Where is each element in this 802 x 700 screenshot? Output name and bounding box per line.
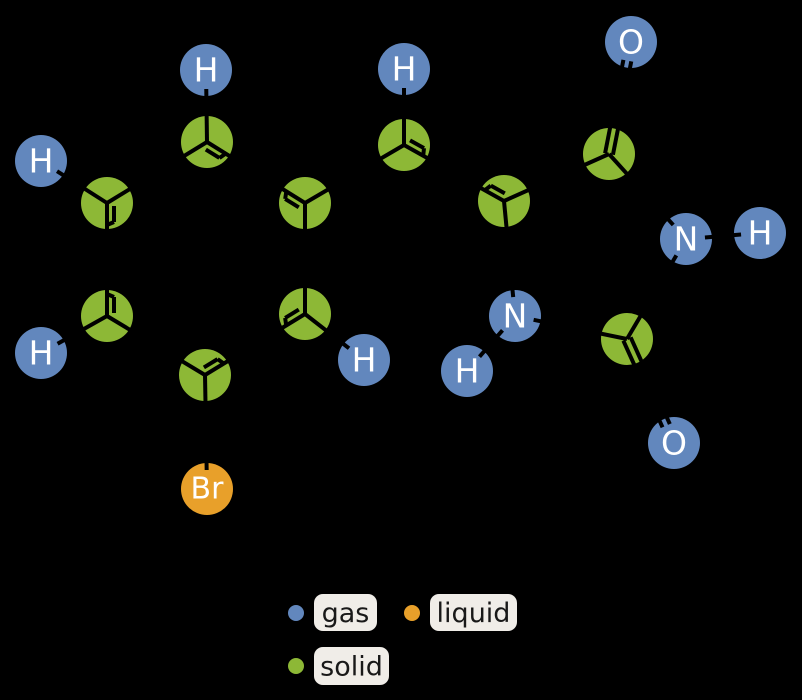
legend-label-gas: gas: [322, 598, 370, 629]
bond: [502, 200, 516, 298]
atom-H: [180, 44, 232, 96]
atom-O: [605, 16, 657, 68]
bond: [204, 88, 209, 143]
atom-H: [15, 327, 67, 379]
atom-label-H: H: [748, 214, 773, 253]
atom-label-H: H: [352, 341, 377, 380]
double-bond-inner: [204, 147, 221, 160]
double-bond: [403, 143, 505, 203]
atom-H: [15, 135, 67, 187]
atom-H: [734, 207, 786, 259]
atom-label-N: N: [674, 220, 699, 259]
legend-chip-gas: [314, 594, 377, 631]
double-bond-hook: [283, 317, 289, 326]
double-bond-inner: [409, 138, 425, 150]
legend-chip-liquid: [430, 594, 517, 631]
bond: [105, 314, 207, 377]
bond: [607, 152, 675, 227]
bond: [303, 312, 351, 350]
atom-label-H: H: [29, 142, 54, 181]
double-bond: [205, 140, 307, 205]
legend-dot-solid: [288, 658, 304, 674]
atom-label-O: O: [618, 23, 644, 62]
atom-label-Br: Br: [191, 472, 225, 507]
double-bond: [603, 59, 626, 154]
atom-H: [338, 334, 390, 386]
bond: [55, 169, 109, 205]
atom-label-H: H: [392, 50, 417, 89]
legend-label-solid: solid: [320, 652, 383, 683]
double-bond-hook: [218, 151, 227, 160]
bond: [56, 314, 108, 346]
atom-O: [648, 417, 700, 469]
double-bond-hook: [106, 292, 115, 299]
bond: [105, 140, 209, 205]
double-bond-inner: [202, 357, 219, 370]
atom-label-H: H: [455, 352, 480, 391]
double-bond-hook: [483, 184, 493, 192]
double-bond: [621, 339, 665, 429]
atom-label-H: H: [29, 334, 54, 373]
legend-dot-gas: [288, 605, 304, 621]
legend: gas liquid solid: [288, 594, 517, 685]
double-bond: [203, 312, 307, 377]
double-bond-hook: [421, 147, 426, 156]
legend-dot-liquid: [404, 605, 420, 621]
atom-label-O: O: [661, 424, 687, 463]
double-bond-hook: [216, 357, 225, 366]
legend-label-liquid: liquid: [437, 598, 511, 629]
atom-Br: [181, 463, 233, 515]
atom-H: [441, 345, 493, 397]
double-bond-inner: [284, 197, 300, 210]
bonds-layer: [55, 59, 742, 471]
double-bond-inner: [489, 183, 506, 196]
atom-label-H: H: [194, 51, 219, 90]
bond: [477, 328, 505, 359]
atom-N: [660, 213, 712, 265]
double-bond: [610, 61, 634, 156]
bond: [203, 374, 209, 471]
bond: [533, 317, 628, 341]
bond: [704, 232, 742, 240]
double-bond: [628, 336, 672, 425]
bond: [503, 152, 610, 203]
bond: [303, 143, 406, 205]
double-bond-hook: [106, 220, 115, 227]
atom-H: [378, 43, 430, 95]
legend-chip-solid: [314, 647, 389, 685]
double-bond-inner: [284, 307, 300, 320]
bond: [625, 254, 679, 341]
atom-N: [489, 290, 541, 342]
double-bond-hook: [283, 191, 289, 200]
atom-label-N: N: [503, 297, 528, 336]
